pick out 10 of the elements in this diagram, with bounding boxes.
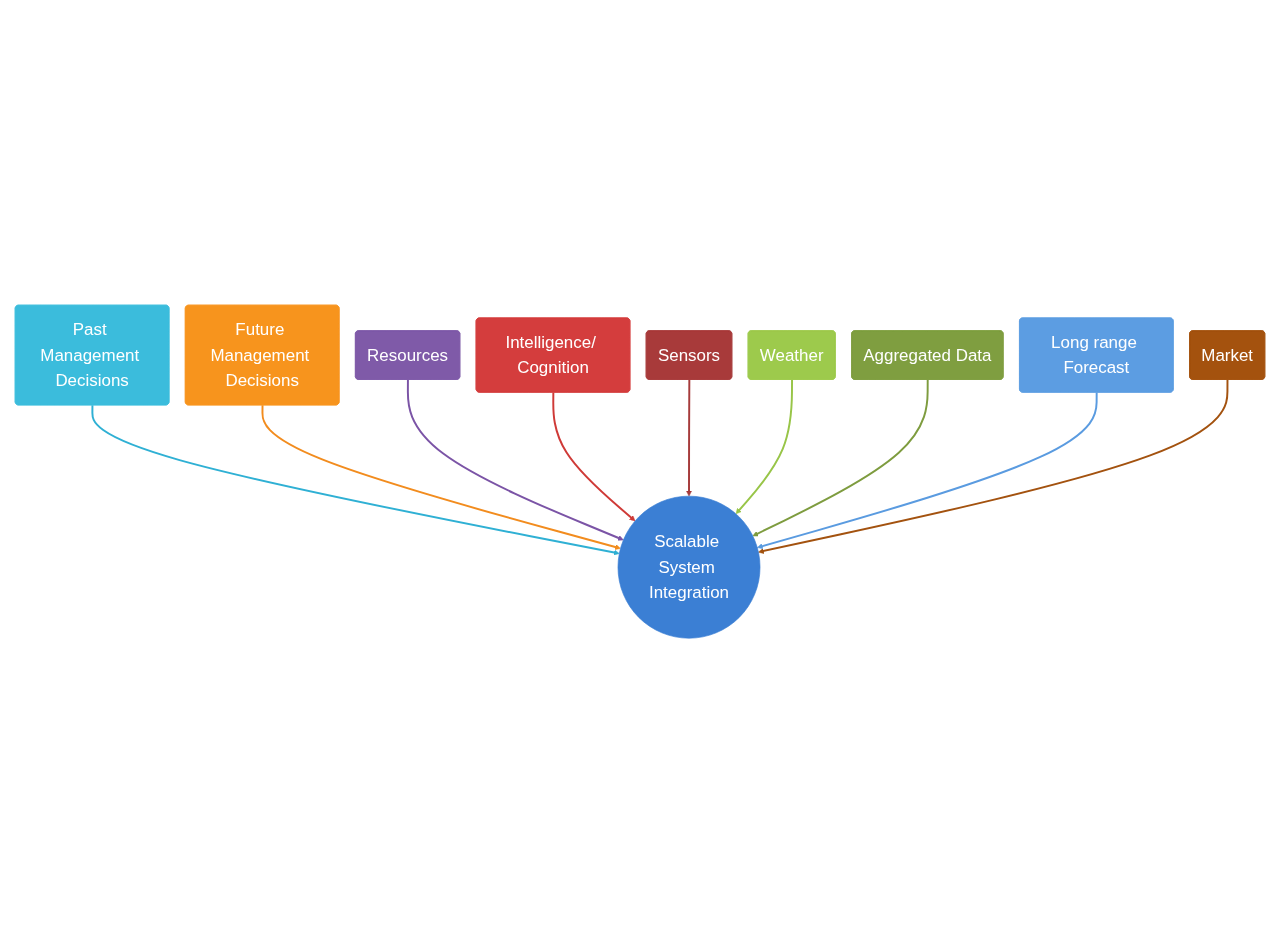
arrow — [91, 404, 620, 556]
arrow — [752, 379, 929, 537]
arrow — [735, 379, 793, 515]
arrow — [552, 391, 636, 522]
arrow — [758, 379, 1229, 555]
node-circle: Scalable System Integration — [617, 496, 761, 639]
arrow — [686, 379, 692, 497]
arrow — [406, 379, 624, 541]
arrow — [757, 391, 1098, 550]
arrow — [261, 404, 621, 551]
